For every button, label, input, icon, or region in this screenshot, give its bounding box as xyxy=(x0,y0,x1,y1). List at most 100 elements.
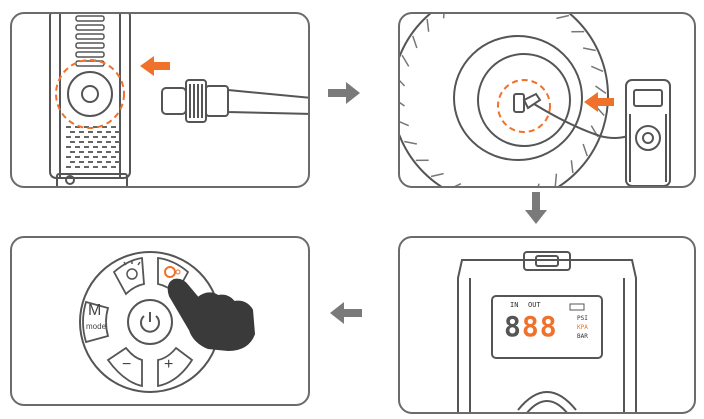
tread-mark xyxy=(570,160,574,174)
digits-highlight: 88 xyxy=(521,310,558,343)
tread-mark xyxy=(400,101,405,107)
tread-mark xyxy=(442,14,445,19)
minus-button[interactable] xyxy=(106,346,143,388)
air-hose xyxy=(533,103,629,139)
tread-mark xyxy=(430,172,444,178)
grille-dot xyxy=(79,131,84,133)
grille-dot xyxy=(102,156,107,158)
mode-label: mode xyxy=(86,322,107,331)
tread-mark xyxy=(404,140,418,145)
arrow-down-icon xyxy=(525,192,547,224)
grille-dot xyxy=(70,161,75,163)
grille-dot xyxy=(115,161,120,163)
digit-left: 8 xyxy=(504,310,522,343)
arrow-left-icon xyxy=(330,302,362,324)
grille-dot xyxy=(75,136,80,138)
grille-dot xyxy=(79,141,84,143)
grille-dot xyxy=(93,146,98,148)
step-4-illustration xyxy=(79,251,256,393)
grille-dot xyxy=(93,156,98,158)
grille-dot xyxy=(115,131,120,133)
bulb-icon xyxy=(123,260,141,280)
step-3-illustration xyxy=(457,251,637,412)
grille-dot xyxy=(66,146,71,148)
grille-dot xyxy=(84,136,89,138)
arrow-right-icon xyxy=(328,82,360,104)
grille-dot xyxy=(97,161,102,163)
pressing-hand xyxy=(167,278,256,352)
outer-buttons xyxy=(82,256,194,388)
light-button[interactable] xyxy=(112,256,145,296)
grille-dot xyxy=(75,166,80,168)
grille-dot xyxy=(102,146,107,148)
tire xyxy=(400,14,609,186)
grille-dot xyxy=(115,151,120,153)
grille-dot xyxy=(106,151,111,153)
grille-dot xyxy=(93,136,98,138)
grille-dot xyxy=(111,126,116,128)
tread-mark xyxy=(426,18,430,32)
grille-dot xyxy=(88,151,93,153)
tread-mark xyxy=(582,47,596,52)
out-label: OUT xyxy=(528,301,541,309)
tread-mark xyxy=(401,54,410,67)
step-1-illustration xyxy=(49,14,308,186)
unit-kpa: KPA xyxy=(577,324,588,331)
grille-dot xyxy=(88,161,93,163)
grille-dot xyxy=(79,151,84,153)
grille-dot xyxy=(84,146,89,148)
grille-dot xyxy=(70,131,75,133)
grille-dot xyxy=(84,166,89,168)
hose-connector xyxy=(161,79,308,123)
grille-pattern xyxy=(66,126,120,168)
grille-dot xyxy=(115,141,120,143)
inflator-small xyxy=(625,79,671,186)
grille-dot xyxy=(84,126,89,128)
grille-dot xyxy=(111,166,116,168)
step-3-panel: IN OUT 888888 PSI KPA BAR xyxy=(398,236,696,414)
grille-dot xyxy=(97,151,102,153)
attach-arrow xyxy=(584,92,614,112)
grille-dot xyxy=(66,126,71,128)
grille-dot xyxy=(84,156,89,158)
grille-dot xyxy=(106,141,111,143)
grille-dot xyxy=(70,151,75,153)
tread-mark xyxy=(554,173,558,186)
tread-mark xyxy=(400,79,406,87)
in-label: IN xyxy=(510,301,519,309)
grille-dot xyxy=(88,141,93,143)
tread-mark xyxy=(582,143,588,157)
step-1-panel xyxy=(10,12,310,188)
pressure-digits: 888888 xyxy=(504,313,558,341)
tread-mark xyxy=(412,35,418,49)
grille-dot xyxy=(75,146,80,148)
grille-dot xyxy=(102,166,107,168)
step-2-illustration xyxy=(400,14,671,186)
start-indicator-dot xyxy=(175,269,181,275)
plus-label: + xyxy=(164,356,174,373)
grille-dot xyxy=(97,141,102,143)
grille-dot xyxy=(75,126,80,128)
mode-button[interactable] xyxy=(82,300,110,344)
grille-dot xyxy=(75,156,80,158)
valve-highlight-circle xyxy=(497,79,551,133)
start-indicator-icon xyxy=(164,266,176,278)
grille-dot xyxy=(70,141,75,143)
grille-dot xyxy=(106,131,111,133)
inflator-body xyxy=(49,14,131,186)
lcd-frame xyxy=(491,295,603,359)
grille-dot xyxy=(66,156,71,158)
grille-dot xyxy=(97,131,102,133)
inflator-front xyxy=(457,251,637,412)
grille-dot xyxy=(93,126,98,128)
grille-dot xyxy=(102,136,107,138)
step-2-panel xyxy=(398,12,696,188)
battery-icon xyxy=(569,303,585,311)
grille-dot xyxy=(111,136,116,138)
vent-slots xyxy=(75,15,105,67)
valve-nozzle xyxy=(513,92,542,113)
grille-dot xyxy=(102,126,107,128)
plus-button[interactable] xyxy=(157,346,194,388)
tread-mark xyxy=(454,183,462,186)
unit-list: PSI KPA BAR xyxy=(577,314,588,341)
